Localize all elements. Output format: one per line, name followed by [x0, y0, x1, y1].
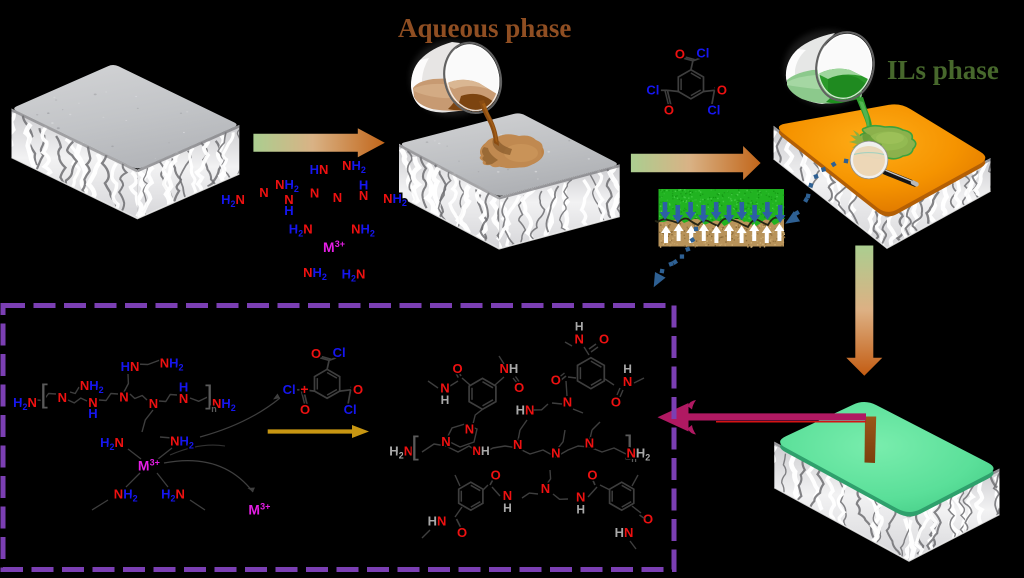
svg-text:N: N: [503, 488, 512, 503]
svg-text:NH2: NH2: [212, 396, 236, 413]
svg-text:N: N: [623, 374, 632, 389]
svg-text:N: N: [88, 395, 97, 410]
svg-text:NH2: NH2: [303, 265, 327, 282]
svg-text:NH2: NH2: [383, 191, 407, 208]
svg-text:N: N: [259, 185, 268, 200]
svg-text:N: N: [465, 421, 474, 436]
svg-text:O: O: [311, 346, 321, 361]
svg-text:N: N: [575, 332, 584, 347]
svg-text:H: H: [179, 379, 188, 394]
svg-text:N: N: [149, 396, 158, 411]
svg-text:H2N: H2N: [289, 222, 313, 239]
svg-text:N: N: [551, 446, 560, 461]
svg-text:NH2: NH2: [342, 158, 366, 175]
svg-text:H2N: H2N: [342, 266, 366, 283]
svg-text:NH2: NH2: [627, 446, 651, 463]
svg-text:+: +: [300, 381, 308, 397]
svg-text:O: O: [491, 468, 501, 483]
svg-text:NH: NH: [500, 361, 519, 376]
svg-text:H2N: H2N: [221, 192, 245, 209]
svg-text:M3+: M3+: [138, 458, 160, 474]
svg-text:O: O: [300, 402, 310, 417]
svg-text:H: H: [284, 203, 293, 218]
svg-text:H2N: H2N: [13, 395, 37, 412]
svg-text:HN: HN: [516, 403, 535, 418]
svg-text:Cl: Cl: [646, 82, 659, 97]
svg-text:NH2: NH2: [275, 177, 299, 194]
svg-text:ILs phase: ILs phase: [887, 55, 999, 85]
svg-text:Aqueous phase: Aqueous phase: [398, 13, 571, 43]
svg-text:N: N: [58, 390, 67, 405]
svg-text:O: O: [457, 525, 467, 540]
svg-text:O: O: [717, 82, 727, 97]
svg-text:N: N: [576, 490, 585, 505]
svg-text:H: H: [576, 502, 585, 516]
svg-text:HN: HN: [615, 525, 634, 540]
svg-text:O: O: [453, 361, 463, 376]
svg-text:Cl: Cl: [283, 382, 296, 397]
svg-text:N: N: [359, 188, 368, 203]
svg-text:O: O: [551, 373, 561, 388]
svg-text:N: N: [284, 192, 293, 207]
svg-text:n: n: [211, 404, 217, 414]
svg-text:O: O: [599, 332, 609, 347]
svg-text:Cl: Cl: [333, 345, 346, 360]
svg-text:H: H: [88, 406, 97, 421]
svg-text:N: N: [513, 437, 522, 452]
svg-text:Cl: Cl: [344, 402, 357, 417]
svg-text:N: N: [440, 381, 449, 396]
svg-text:N: N: [563, 395, 572, 410]
svg-text:N: N: [333, 190, 342, 205]
svg-text:[: [: [411, 431, 419, 461]
svg-text:H2N: H2N: [161, 487, 185, 504]
svg-text:Cl: Cl: [707, 102, 720, 117]
svg-text:NH: NH: [472, 444, 489, 458]
svg-text:O: O: [675, 46, 685, 61]
svg-text:O: O: [353, 382, 363, 397]
svg-text:H: H: [575, 319, 584, 333]
svg-text:H2N: H2N: [100, 435, 124, 452]
svg-text:NH2: NH2: [351, 222, 375, 239]
svg-text:N: N: [585, 435, 594, 450]
svg-text:HN: HN: [121, 359, 140, 374]
svg-text:]: ]: [625, 430, 633, 460]
svg-text:N: N: [179, 391, 188, 406]
svg-text:NH2: NH2: [160, 355, 184, 372]
svg-text:O: O: [664, 102, 674, 117]
svg-text:]: ]: [205, 380, 213, 410]
svg-text:H: H: [503, 501, 512, 515]
svg-text:HN: HN: [428, 514, 447, 529]
svg-text:O: O: [587, 468, 597, 483]
svg-text:M3+: M3+: [323, 239, 345, 255]
svg-text:NH2: NH2: [114, 487, 138, 504]
svg-text:Cl: Cl: [696, 45, 709, 60]
svg-text:[: [: [40, 379, 48, 409]
svg-text:N: N: [441, 434, 450, 449]
svg-text:M3+: M3+: [248, 502, 270, 518]
svg-text:HN: HN: [310, 162, 329, 177]
svg-text:NH2: NH2: [170, 434, 194, 451]
svg-text:N: N: [541, 481, 550, 496]
svg-text:N: N: [310, 186, 319, 201]
svg-text:O: O: [643, 512, 653, 527]
svg-text:H: H: [623, 362, 632, 376]
svg-text:n: n: [631, 454, 637, 464]
svg-text:O: O: [514, 380, 524, 395]
svg-text:H: H: [441, 393, 450, 407]
svg-text:N: N: [119, 390, 128, 405]
svg-text:H: H: [359, 177, 368, 192]
svg-text:H2N: H2N: [389, 444, 413, 461]
svg-text:NH2: NH2: [80, 378, 104, 395]
svg-text:O: O: [611, 395, 621, 410]
